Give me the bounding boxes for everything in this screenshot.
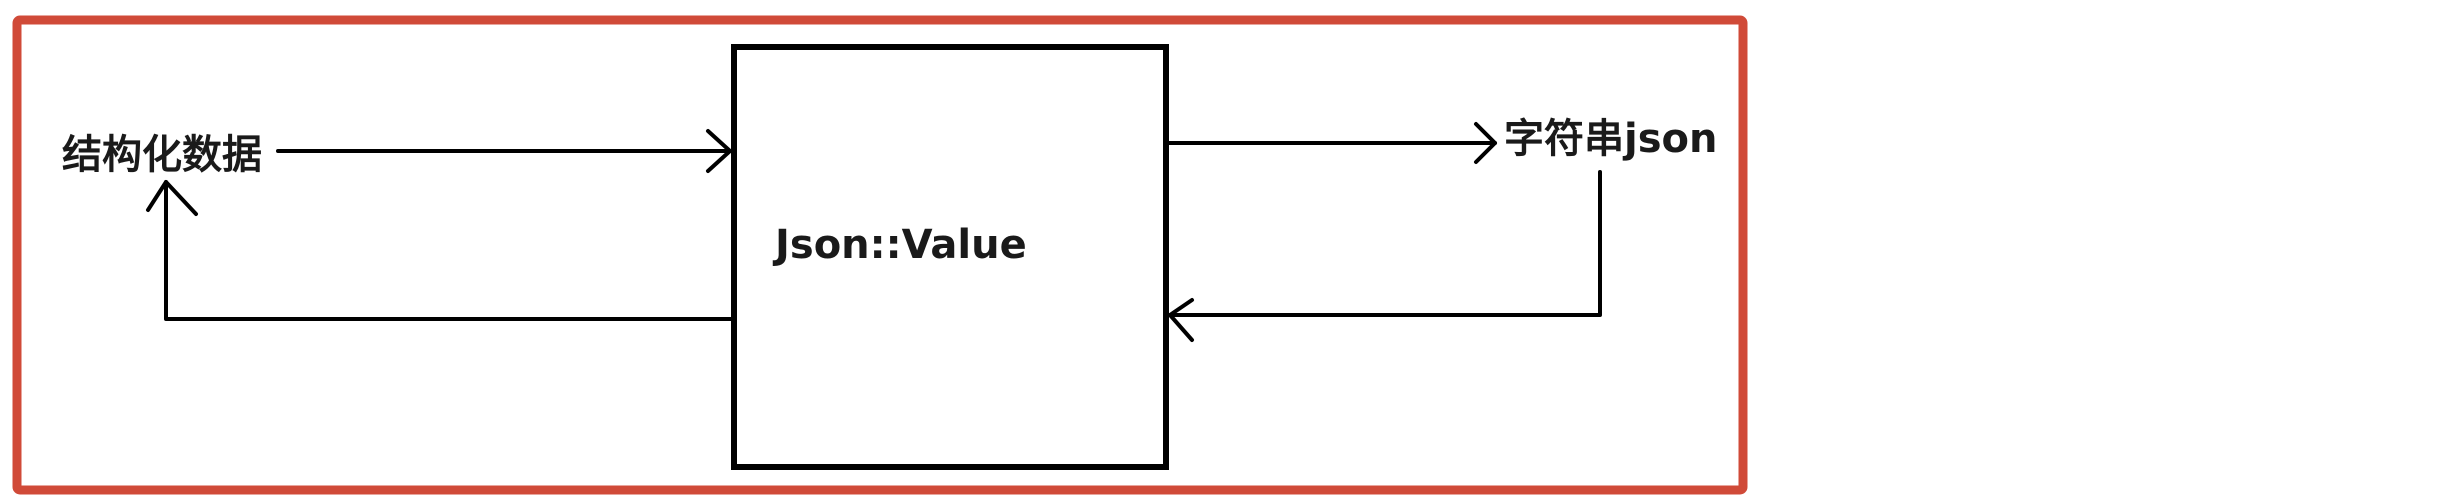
edge-structured-to-value [276, 129, 732, 173]
arrowhead-icon [146, 180, 198, 216]
edge-line [1168, 170, 1602, 317]
edge-value-to-structured [146, 180, 733, 321]
edge-string-to-value [1168, 170, 1602, 342]
outer-frame [12, 15, 1748, 495]
arrowhead-icon [706, 129, 732, 173]
arrowhead-icon [1474, 122, 1497, 164]
edge-line [164, 180, 733, 321]
node-structured-data: 结构化数据 [62, 132, 262, 178]
node-json-value: Json::Value [772, 222, 1027, 268]
arrowhead-icon [1168, 298, 1194, 342]
edge-value-to-string [1167, 122, 1497, 164]
node-json-string: 字符串json [1504, 116, 1717, 162]
json-value-box [731, 44, 1169, 470]
